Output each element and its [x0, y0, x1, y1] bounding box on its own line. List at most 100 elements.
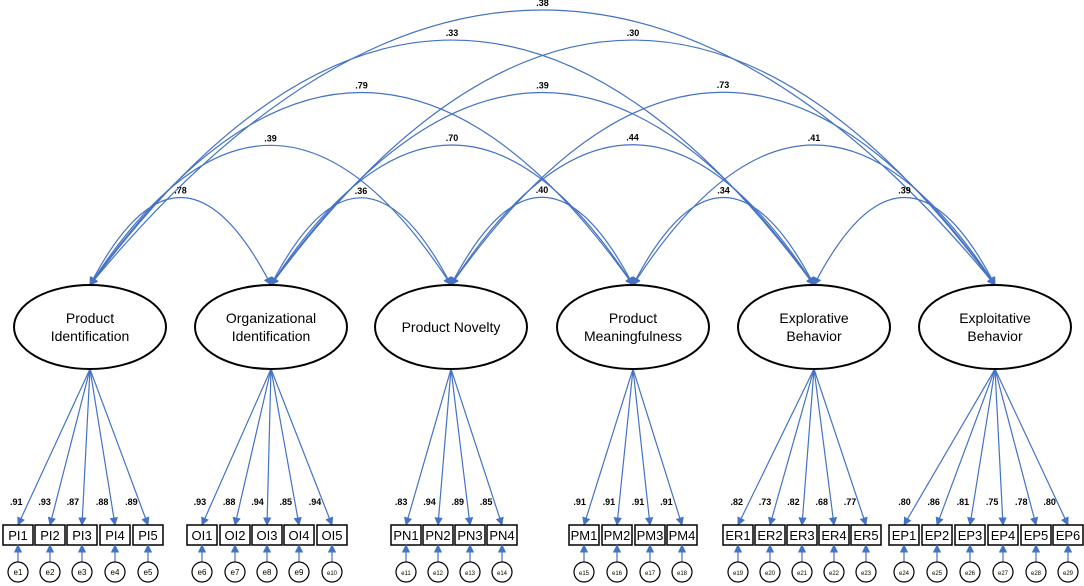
- indicator-label-PM2: PM2: [604, 528, 631, 543]
- loading-value-PN1: .83: [395, 497, 408, 507]
- covariance-value-OI-PN: .36: [355, 186, 368, 196]
- covariance-arc-PI-EP: [89, 9, 996, 286]
- error-circle-e17: [639, 561, 661, 583]
- indicator-label-OI4: OI4: [289, 528, 310, 543]
- indicator-label-OI5: OI5: [322, 528, 343, 543]
- error-label-e27: e27: [998, 571, 1009, 577]
- error-label-e11: e11: [401, 571, 411, 577]
- indicator-OI3: OI3: [251, 524, 283, 546]
- loading-value-EP3: .81: [957, 497, 970, 507]
- indicator-label-PM1: PM1: [571, 528, 598, 543]
- error-e20: e20: [759, 544, 781, 583]
- error-circle-e16: [606, 561, 628, 583]
- loading-path-PI5: [89, 368, 150, 526]
- error-circle-e18: [671, 561, 693, 583]
- loading-value-PI4: .88: [96, 497, 109, 507]
- loading-path-PI4: [89, 368, 118, 526]
- error-label-e28: e28: [1031, 571, 1042, 577]
- error-circle-e20: [759, 561, 781, 583]
- indicator-label-EP3: EP3: [958, 528, 983, 543]
- loading-path-EP2: [935, 368, 996, 526]
- indicator-label-EP5: EP5: [1024, 528, 1049, 543]
- indicator-EP1: EP1: [888, 524, 920, 546]
- indicator-label-PM4: PM4: [669, 528, 696, 543]
- covariance-value-PI-EP: .38: [536, 0, 549, 8]
- loading-value-PM1: .91: [573, 497, 586, 507]
- error-circle-e26: [959, 561, 981, 583]
- indicator-EP2: EP2: [921, 524, 953, 546]
- loading-path-ER2: [768, 368, 815, 526]
- error-label-e1: e1: [14, 568, 23, 577]
- error-e23: e23: [855, 544, 877, 583]
- loading-value-OI3: .94: [251, 497, 264, 507]
- error-circle-e13: [459, 561, 481, 583]
- loading-path-OI4: [270, 368, 302, 526]
- indicator-label-EP1: EP1: [892, 528, 917, 543]
- loading-value-ER5: .77: [844, 497, 857, 507]
- covariance-value-PN-ER: .44: [626, 133, 639, 143]
- indicator-label-EP2: EP2: [925, 528, 950, 543]
- loading-path-PI2: [47, 368, 91, 526]
- error-e27: e27: [992, 544, 1014, 583]
- indicator-PM3: PM3: [634, 524, 666, 546]
- error-circle-e10: [321, 561, 343, 583]
- covariance-value-PM-EP: .41: [808, 133, 821, 143]
- latent-ellipse-PN: [374, 284, 528, 370]
- indicator-label-PN4: PN4: [489, 528, 514, 543]
- indicator-PM2: PM2: [601, 524, 633, 546]
- loading-value-EP1: .80: [898, 497, 911, 507]
- indicator-PN3: PN3: [454, 524, 486, 546]
- loading-path-PI3: [78, 368, 91, 526]
- error-e25: e25: [926, 544, 948, 583]
- latent-label-OI: Identification: [232, 328, 311, 344]
- covariance-value-ER-EP: .39: [898, 186, 911, 196]
- loading-path-EP4: [994, 368, 1007, 526]
- latent-PN: Product Novelty: [374, 284, 528, 370]
- error-label-e21: e21: [797, 571, 808, 577]
- indicator-label-ER5: ER5: [853, 528, 878, 543]
- indicator-PN1: PN1: [390, 524, 422, 546]
- latent-label-PN: Product Novelty: [402, 319, 501, 335]
- latent-ellipse-PI: [13, 284, 167, 370]
- loading-path-EP3: [967, 368, 996, 526]
- loading-value-PI3: .87: [67, 497, 80, 507]
- indicator-label-OI3: OI3: [257, 528, 278, 543]
- error-label-e7: e7: [231, 568, 240, 577]
- error-circle-e23: [855, 561, 877, 583]
- indicator-PN4: PN4: [486, 524, 518, 546]
- error-e19: e19: [727, 544, 749, 583]
- error-circle-e6: [191, 561, 213, 583]
- loading-layer: .91.93.87.88.89.93.88.94.85.94.83.94.89.…: [10, 368, 1069, 526]
- error-circle-e21: [791, 561, 813, 583]
- error-circle-e19: [727, 561, 749, 583]
- loading-path-EP5: [994, 368, 1039, 526]
- covariance-arc-OI-PN: [270, 197, 452, 286]
- covariance-value-PN-EP: .73: [717, 80, 730, 90]
- error-label-e8: e8: [263, 568, 272, 577]
- indicator-label-PN2: PN2: [425, 528, 450, 543]
- indicator-label-PI5: PI5: [138, 528, 158, 543]
- error-circle-e8: [256, 561, 278, 583]
- error-label-e10: e10: [327, 571, 338, 577]
- error-circle-e7: [224, 561, 246, 583]
- error-label-e16: e16: [612, 571, 623, 577]
- covariance-arc-PN-PM: [450, 196, 634, 286]
- error-label-e20: e20: [765, 571, 776, 577]
- loading-value-PN3: .89: [452, 497, 465, 507]
- latent-label-PI: Identification: [51, 328, 130, 344]
- indicator-ER4: ER4: [818, 524, 850, 546]
- indicator-label-ER3: ER3: [789, 528, 814, 543]
- indicator-PN2: PN2: [422, 524, 454, 546]
- latent-ellipse-ER: [737, 284, 891, 370]
- error-label-e17: e17: [645, 571, 656, 577]
- error-label-e9: e9: [295, 568, 304, 577]
- error-circle-e24: [893, 561, 915, 583]
- loading-path-PM4: [632, 368, 684, 526]
- error-circle-e1: [7, 561, 29, 583]
- latent-ellipse-EP: [918, 284, 1072, 370]
- loading-path-EP1: [903, 368, 996, 526]
- error-e11: e11: [395, 544, 417, 583]
